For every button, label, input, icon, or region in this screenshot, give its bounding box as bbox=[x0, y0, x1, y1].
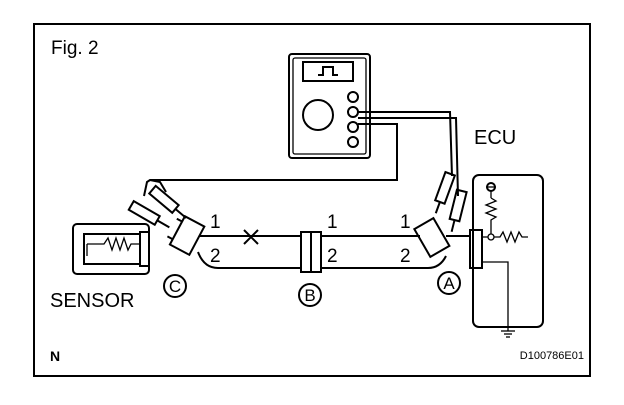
figure-frame bbox=[33, 23, 591, 377]
lead-to-connector-c-2 bbox=[149, 179, 167, 193]
connector-b-pin2: 2 bbox=[327, 246, 338, 267]
tester-jack-4 bbox=[347, 136, 359, 148]
pull-up-resistor-icon bbox=[484, 197, 498, 234]
sensor-unit bbox=[72, 223, 150, 275]
connector-a-pin1: 1 bbox=[400, 212, 411, 233]
tester-dial bbox=[302, 99, 334, 131]
probe-a-2 bbox=[448, 188, 468, 232]
resistor-icon bbox=[86, 235, 140, 256]
connector-c-badge: C bbox=[163, 274, 187, 298]
probe-c-1 bbox=[127, 199, 170, 229]
connector-a-letter: A bbox=[443, 274, 455, 293]
figure-title: Fig. 2 bbox=[51, 38, 99, 59]
probe-pair-a bbox=[433, 170, 468, 232]
sensor-label: SENSOR bbox=[50, 290, 134, 312]
ecu-terminal bbox=[469, 229, 483, 269]
ecu-unit bbox=[469, 174, 544, 338]
lead-to-connector-a-1 bbox=[358, 111, 453, 177]
lead-to-connector-c-1 bbox=[143, 123, 398, 197]
tester-display bbox=[302, 61, 354, 82]
ground-icon bbox=[501, 322, 515, 338]
connector-b-pin1: 1 bbox=[327, 212, 338, 233]
connector-b bbox=[300, 231, 322, 273]
connector-c-letter: C bbox=[169, 277, 181, 296]
connector-a bbox=[412, 216, 451, 259]
cross-mark-icon bbox=[243, 229, 259, 245]
connector-a-pin2: 2 bbox=[400, 246, 411, 267]
connector-c bbox=[166, 214, 206, 257]
tester-leads bbox=[143, 111, 459, 197]
ground-line bbox=[482, 261, 509, 322]
tester-unit bbox=[288, 53, 371, 159]
tester-body bbox=[288, 53, 371, 159]
connector-b-badge: B bbox=[298, 283, 322, 307]
tester-jack-1 bbox=[347, 91, 359, 103]
bottom-left-mark: N bbox=[50, 348, 60, 364]
tester-jack-3 bbox=[347, 121, 359, 133]
connector-b-letter: B bbox=[304, 286, 315, 305]
tester-inner-border bbox=[292, 57, 367, 155]
connector-c-pin2: 2 bbox=[210, 246, 221, 267]
connector-a-badge: A bbox=[437, 271, 461, 295]
square-pulse-icon bbox=[318, 66, 338, 76]
connector-c-pin1: 1 bbox=[210, 212, 221, 233]
drawing-code: D100786E01 bbox=[520, 350, 584, 362]
wire-2-c-to-b bbox=[197, 251, 301, 269]
ecu-label: ECU bbox=[474, 127, 516, 149]
lead-to-connector-a-2 bbox=[358, 117, 459, 197]
series-resistor-icon bbox=[494, 230, 528, 244]
probe-a-1 bbox=[433, 170, 457, 214]
sensor-terminal bbox=[139, 231, 150, 267]
wire-2-b-to-a bbox=[321, 255, 447, 269]
